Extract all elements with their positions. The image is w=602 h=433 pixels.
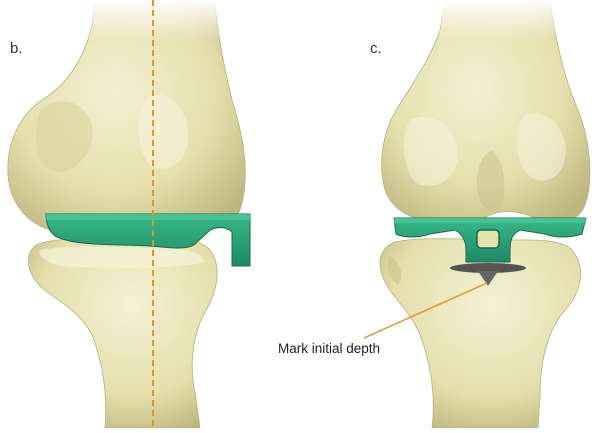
- panel-b-knee: [8, 0, 250, 428]
- mark-initial-depth-annotation: Mark initial depth: [278, 341, 380, 356]
- panel-c-knee: [364, 0, 590, 428]
- panel-c-label: c.: [370, 40, 382, 57]
- panel-b-label: b.: [10, 40, 23, 57]
